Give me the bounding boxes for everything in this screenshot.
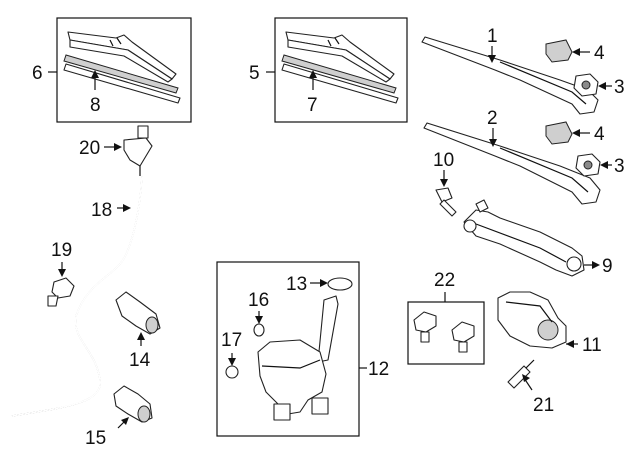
- nozzle-box: 22: [407, 270, 485, 365]
- washer-reservoir: [257, 295, 339, 421]
- callout-4-lower: 4: [594, 124, 605, 145]
- callout-10: 10: [433, 150, 454, 171]
- hose-connector: 21: [507, 359, 554, 416]
- callout-18: 18: [91, 200, 112, 221]
- reservoir-seal: 17: [221, 330, 242, 379]
- washer-nozzle-left: [413, 311, 437, 343]
- callout-1: 1: [487, 26, 498, 47]
- hose-clip: 19: [47, 240, 75, 307]
- callout-14: 14: [129, 350, 151, 371]
- callout-16: 16: [248, 290, 269, 311]
- wiper-blade-box-left: 6 8: [32, 17, 192, 123]
- callout-17: 17: [221, 330, 242, 351]
- callout-3-lower: 3: [614, 156, 625, 177]
- arm-nut-upper: 3: [573, 73, 625, 98]
- callout-20: 20: [79, 138, 100, 159]
- check-valve: 20: [79, 125, 153, 176]
- reservoir-box: 12 13 16 17: [216, 261, 389, 437]
- callout-21: 21: [533, 395, 554, 416]
- callout-4-upper: 4: [594, 43, 605, 64]
- callout-8: 8: [90, 95, 101, 116]
- washer-pump-upper: 14: [115, 291, 161, 371]
- callout-11: 11: [582, 335, 602, 356]
- callout-12: 12: [368, 359, 389, 380]
- wiper-arm-lower: 2: [423, 108, 601, 205]
- arm-nut-lower: 3: [575, 153, 625, 177]
- washer-pump-lower: 15: [85, 385, 153, 449]
- wiper-blade-rear-drawing: [281, 31, 399, 104]
- callout-5: 5: [249, 63, 260, 84]
- callout-3-upper: 3: [614, 77, 625, 98]
- wiper-linkage: 9: [463, 199, 613, 277]
- callout-6: 6: [32, 63, 43, 84]
- wiper-blade-front-drawing: [63, 31, 181, 104]
- washer-hose: 18: [11, 175, 143, 417]
- callout-22: 22: [434, 270, 455, 291]
- arm-cap-upper: 4: [545, 39, 605, 64]
- mounting-bolt: 10: [433, 150, 457, 217]
- arm-cap-lower: 4: [545, 121, 605, 145]
- wiper-arm-upper: 1: [421, 26, 599, 115]
- callout-13: 13: [286, 274, 307, 295]
- callout-7: 7: [307, 95, 318, 116]
- callout-15: 15: [85, 428, 106, 449]
- callout-9: 9: [602, 256, 613, 277]
- reservoir-cap: 13: [286, 274, 353, 295]
- reservoir-grommet: 16: [248, 290, 269, 337]
- callout-19: 19: [51, 240, 72, 261]
- washer-nozzle-right: [451, 321, 475, 353]
- wiper-motor: 11: [497, 291, 602, 356]
- callout-2: 2: [487, 108, 498, 129]
- wiper-blade-box-right: 5 7: [249, 17, 408, 123]
